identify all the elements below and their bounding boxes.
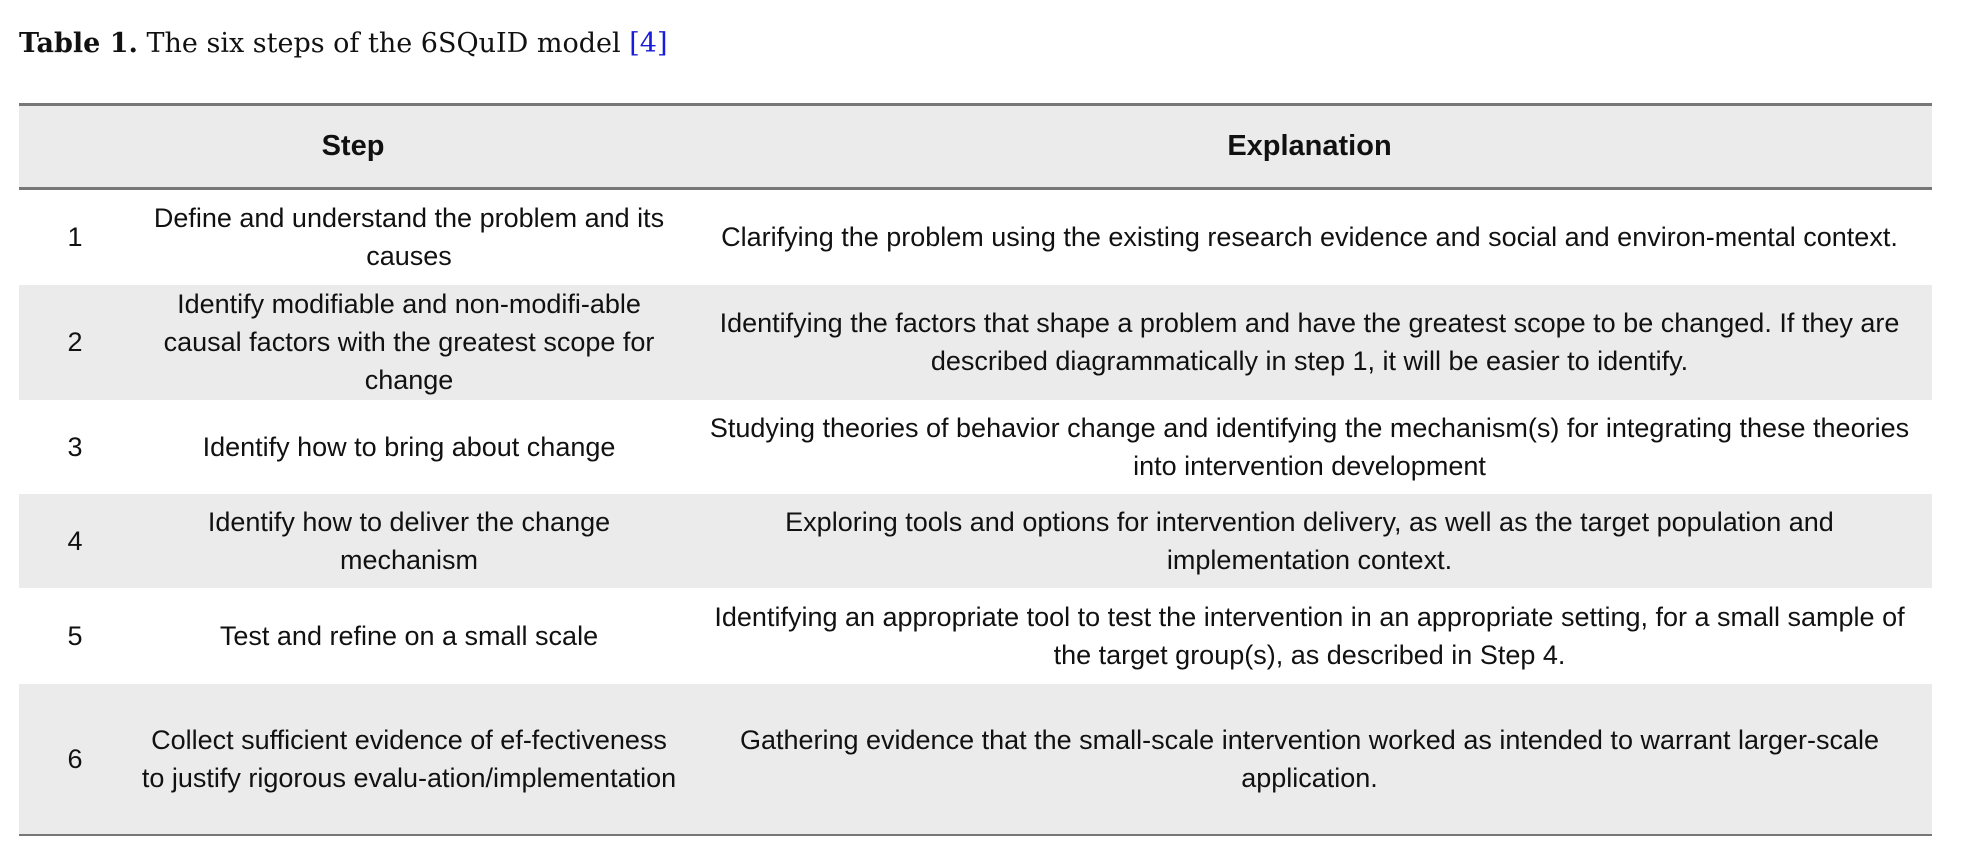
table-row: 3 Identify how to bring about change Study… (19, 400, 1932, 494)
step-number: 2 (67, 327, 83, 357)
step-explanation: Gathering evidence that the small-scale … (739, 724, 1880, 793)
caption-text: The six steps of the 6SQuID model (146, 28, 621, 59)
step-name: Collect sufficient evidence of ef-fectiv… (141, 724, 677, 793)
step-explanation: Exploring tools and options for interven… (785, 506, 1834, 575)
table-row: 2 Identify modifiable and non-modifi-able… (19, 284, 1932, 400)
step-explanation: Clarifying the problem using the existin… (721, 222, 1898, 253)
caption-reference-link[interactable]: [4] (629, 28, 668, 59)
step-number: 5 (67, 620, 83, 651)
step-number: 3 (67, 431, 83, 462)
table-row: 6 Collect sufficient evidence of ef-fecti… (19, 683, 1932, 835)
step-explanation: Studying theories of behavior change and… (709, 412, 1910, 481)
step-explanation: Identifying the factors that shape a pro… (719, 308, 1900, 376)
table-caption: Table 1. The six steps of the 6SQuID mod… (19, 28, 668, 59)
step-name: Test and refine on a small scale (219, 620, 599, 651)
six-steps-table: Step Explanation 1 Define and understand … (19, 103, 1932, 836)
table-header-row: Step Explanation (19, 104, 1932, 189)
table-row: 5 Test and refine on a small scale Identif… (19, 588, 1932, 684)
header-explanation: Explanation (1227, 130, 1392, 162)
caption-label: Table 1. (19, 28, 138, 59)
header-step: Step (321, 130, 385, 162)
step-name: Identify modifiable and non-modifi-able … (163, 289, 655, 395)
step-explanation: Identifying an appropriate tool to test … (714, 601, 1905, 670)
step-number: 6 (67, 743, 83, 774)
step-name: Define and understand the problem and it… (153, 203, 665, 272)
step-number: 1 (67, 222, 83, 253)
step-name: Identify how to bring about change (202, 431, 616, 462)
table-row: 1 Define and understand the problem and i… (19, 189, 1932, 285)
step-number: 4 (67, 525, 83, 556)
step-name: Identify how to deliver the change mecha… (207, 506, 611, 575)
table-row: 4 Identify how to deliver the change mech… (19, 493, 1932, 588)
